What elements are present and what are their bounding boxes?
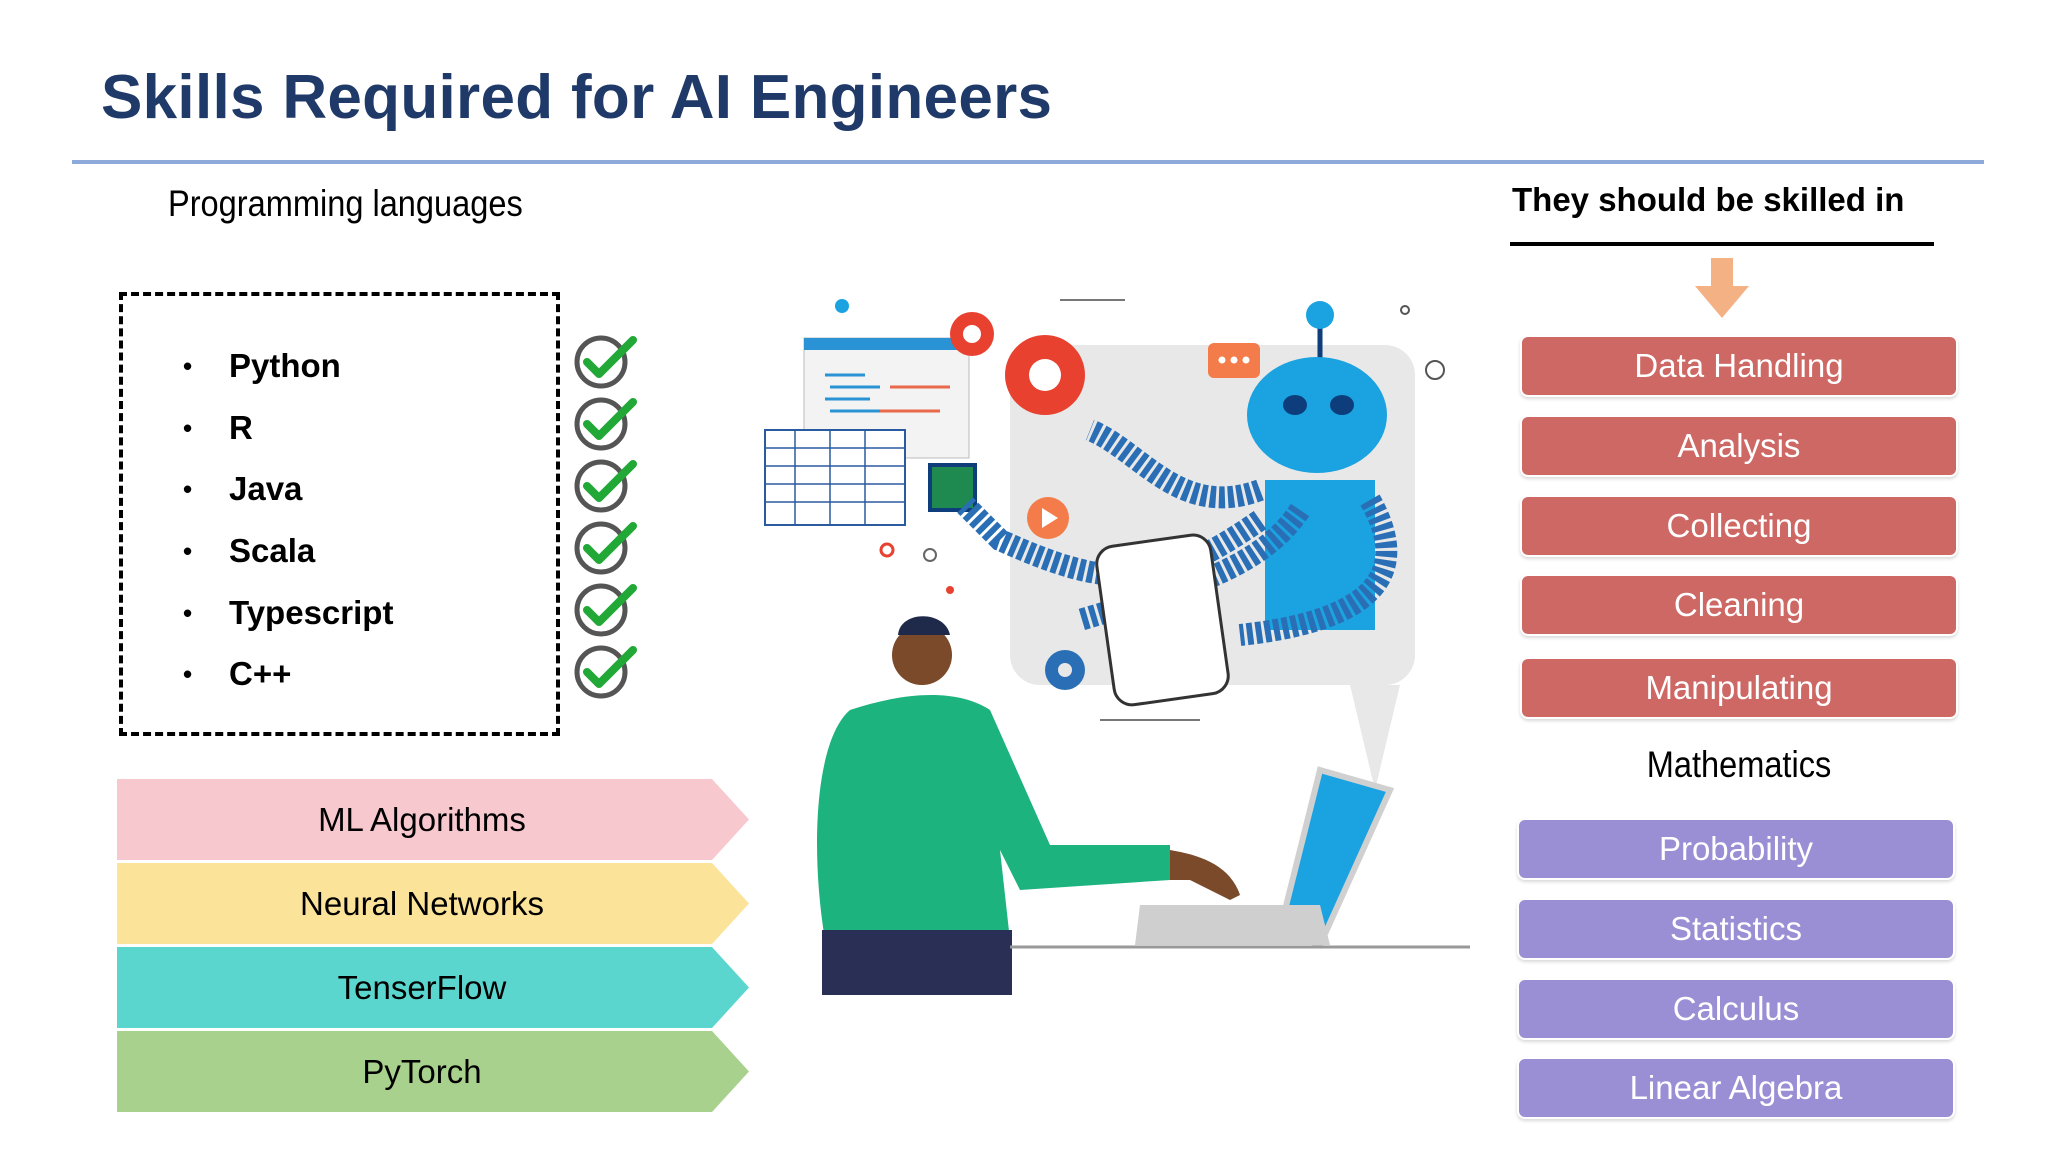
check-circle-icon [574, 645, 637, 699]
bullet: • [183, 597, 193, 628]
bullet: • [183, 658, 193, 689]
data-skill-pill: Cleaning [1520, 574, 1958, 636]
laptop-base [1135, 905, 1330, 945]
skills-heading-underline [1510, 242, 1934, 246]
language-item: • Python [183, 346, 341, 386]
person-head [892, 625, 952, 685]
language-label: Java [229, 470, 303, 507]
programming-heading: Programming languages [168, 183, 523, 224]
spreadsheet-grid [765, 430, 905, 525]
robot-antenna-tip [1306, 301, 1334, 329]
bullet: • [183, 350, 193, 381]
language-label: Scala [229, 532, 316, 569]
bullet: • [183, 535, 193, 566]
ml-topic-label: PyTorch [362, 1052, 482, 1090]
tablet-icon [1095, 533, 1230, 707]
check-circle-icon [574, 583, 637, 637]
language-item: •R [183, 408, 253, 448]
ml-topic-label: Neural Networks [300, 884, 544, 922]
person-pants [822, 930, 1012, 995]
down-arrow-icon [1695, 258, 1749, 318]
speech-tail [1350, 685, 1400, 790]
bullet: • [183, 412, 193, 443]
language-label: Python [229, 347, 341, 384]
ml-topic-label: ML Algorithms [318, 800, 526, 838]
check-circle-icon [574, 397, 637, 451]
math-skill-pill: Calculus [1517, 978, 1955, 1040]
data-skill-pill: Data Handling [1520, 335, 1958, 397]
ml-topic-band: TenserFlow [117, 947, 749, 1028]
ml-topic-band: Neural Networks [117, 863, 749, 944]
person-shirt [817, 695, 1170, 940]
language-label: C++ [229, 655, 292, 692]
math-skill-pill: Statistics [1517, 898, 1955, 960]
robot-head [1247, 357, 1387, 473]
ml-topic-band: ML Algorithms [117, 779, 749, 860]
code-lines-accent [880, 385, 950, 413]
check-circle-icon [574, 335, 637, 389]
language-label: R [229, 409, 253, 446]
ml-topic-shape [117, 779, 749, 860]
math-skill-pill: Probability [1517, 818, 1955, 880]
data-skill-pill: Manipulating [1520, 657, 1958, 719]
data-skill-pill: Collecting [1520, 495, 1958, 557]
language-item: • C++ [183, 654, 291, 694]
window-titlebar [804, 338, 969, 350]
language-item: • Scala [183, 531, 315, 571]
slide-title: Skills Required for AI Engineers [101, 63, 1053, 132]
robot-arm [1238, 494, 1398, 646]
data-skill-pill: Analysis [1520, 415, 1958, 477]
skills-heading: They should be skilled in [1512, 181, 1905, 218]
language-item: • Typescript [183, 593, 393, 633]
language-label: Typescript [229, 594, 394, 631]
ml-topic-shape [117, 947, 749, 1028]
person-hair [898, 616, 950, 635]
languages-box: •Python •R •Java •Scala •Typescript •C++ [119, 292, 560, 736]
check-circle-icon [574, 459, 637, 513]
title-divider [72, 160, 1984, 164]
ml-topic-shape [117, 1031, 749, 1112]
person-hand [1170, 850, 1240, 900]
check-circle-icon [574, 521, 637, 575]
math-heading: Mathematics [1646, 744, 1832, 785]
language-item: • Java [183, 469, 302, 509]
bullet: • [183, 473, 193, 504]
spreadsheet-icon [764, 429, 906, 526]
ai-engineer-illustration [764, 299, 1470, 995]
math-skill-pill: Linear Algebra [1517, 1057, 1955, 1119]
ml-topic-band: PyTorch [117, 1031, 749, 1112]
ml-topic-shape [117, 863, 749, 944]
ml-topic-label: TenserFlow [337, 968, 507, 1006]
robot-arm [1085, 419, 1264, 509]
